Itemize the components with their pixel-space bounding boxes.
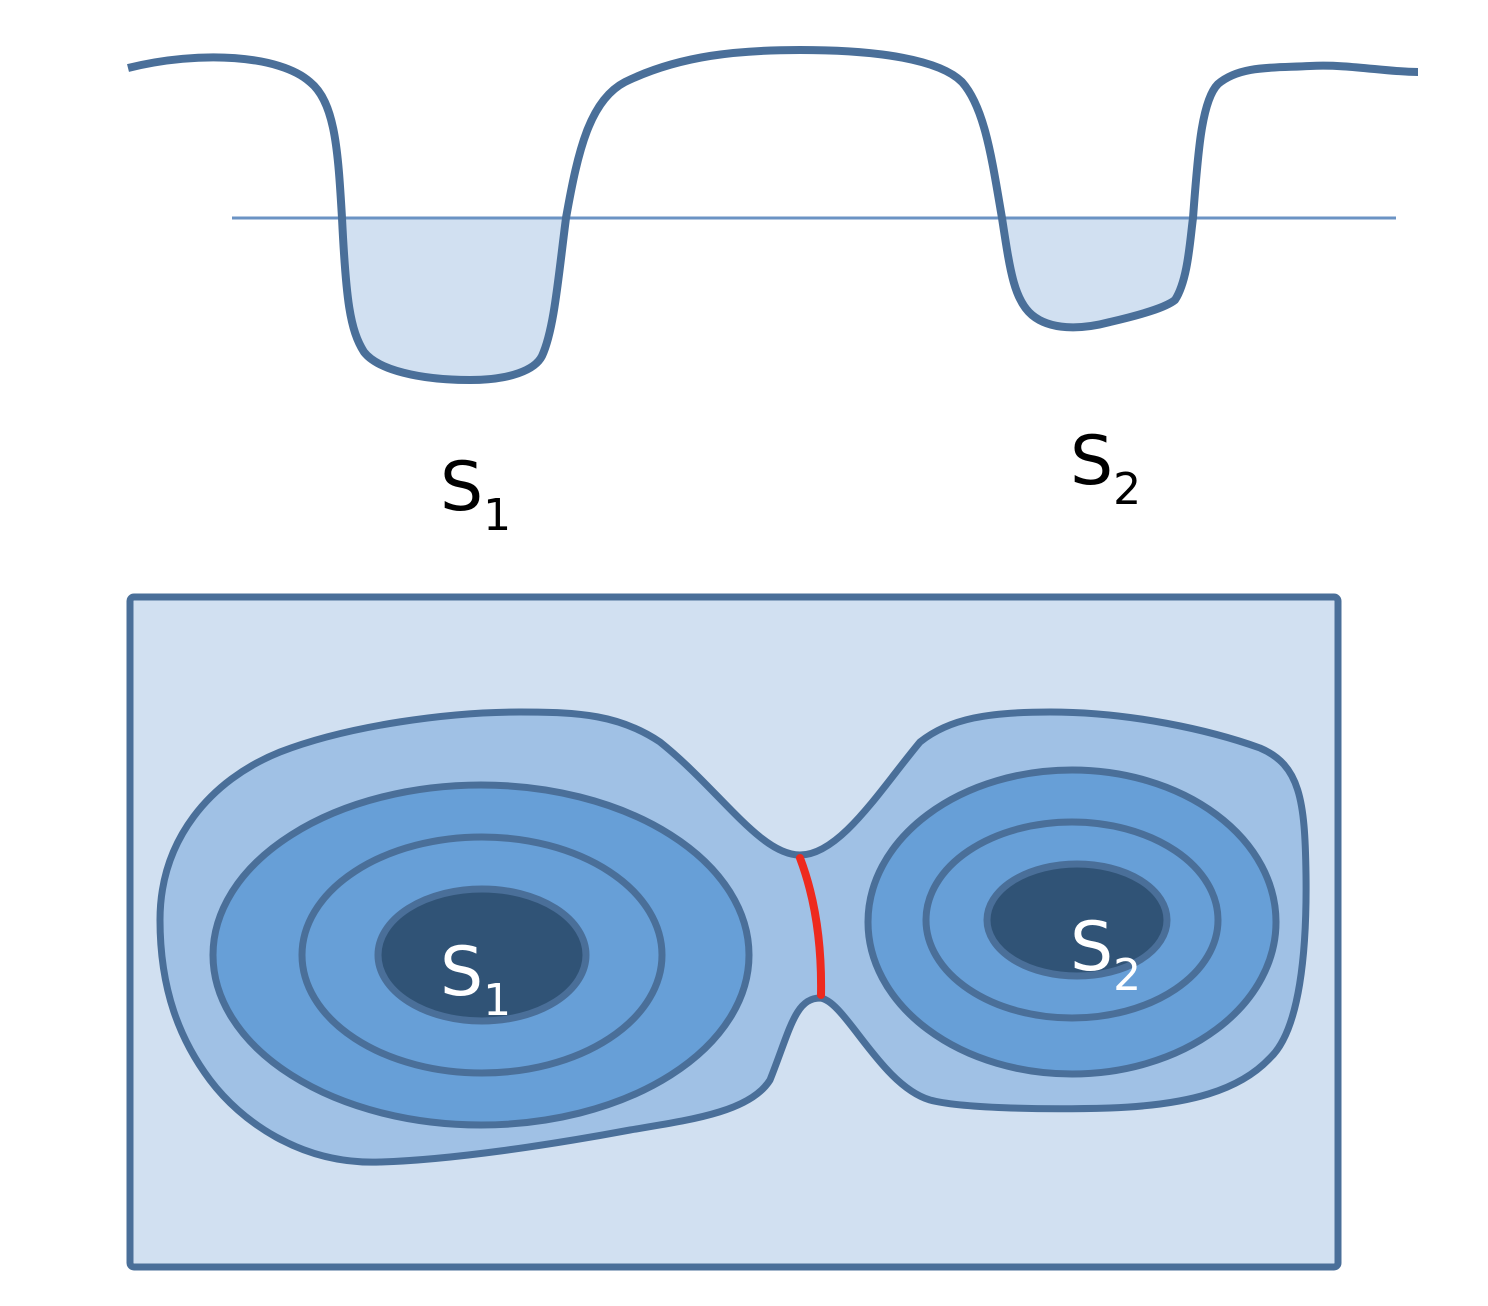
map-label-s1: S1 <box>440 933 511 1026</box>
top-label-s1: S1 <box>440 448 511 541</box>
well-2-fill <box>1002 218 1193 328</box>
map-label-s2: S2 <box>1070 908 1141 1001</box>
energy-profile <box>127 46 1419 384</box>
contour-map <box>126 593 1342 1271</box>
s2-core <box>983 860 1171 980</box>
saddle-barrier <box>796 854 826 999</box>
energy-curve <box>127 46 1419 384</box>
well-1-fill <box>342 218 566 380</box>
top-label-s2: S2 <box>1070 422 1141 515</box>
s1-core <box>374 885 590 1025</box>
